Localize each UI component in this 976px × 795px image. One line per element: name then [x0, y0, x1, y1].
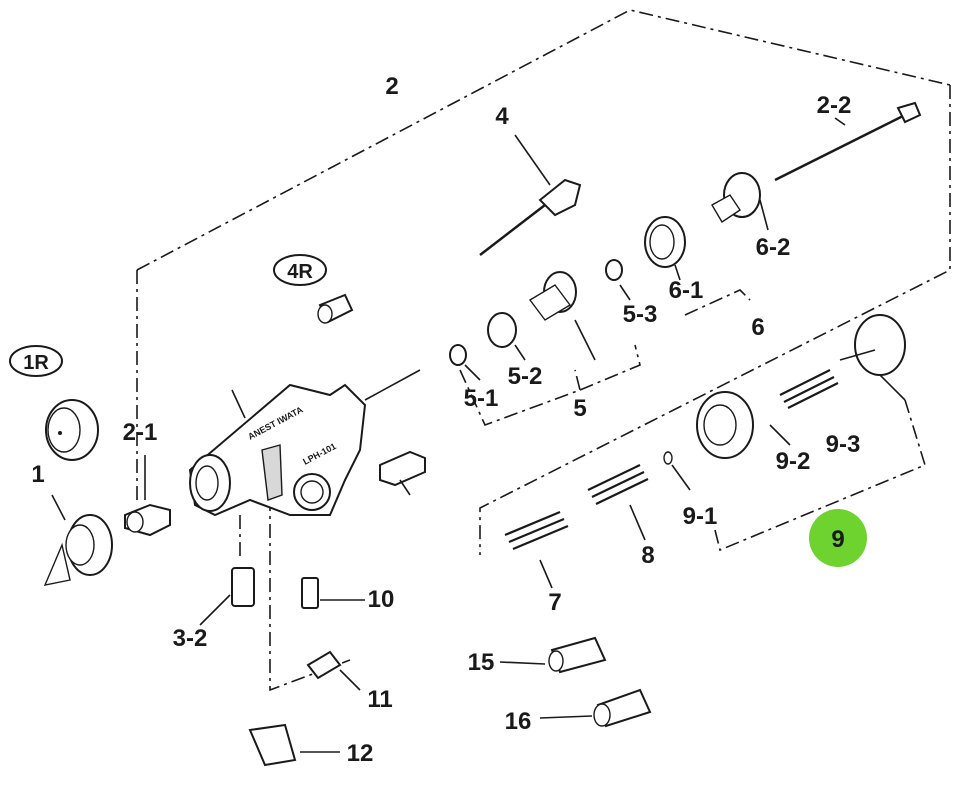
part-5-air-valve-body — [528, 271, 596, 361]
group-9-bracket — [714, 399, 926, 552]
label-11: 11 — [367, 686, 392, 713]
label-4: 4 — [495, 103, 509, 130]
part-12-clip — [248, 723, 340, 767]
label-12: 12 — [347, 740, 374, 767]
part-1-air-cap — [43, 494, 113, 586]
part-6-1-packing-seat — [644, 216, 686, 281]
group-6-bracket — [684, 289, 751, 316]
part-3-2-air-nipple — [199, 567, 255, 626]
air-fitting — [379, 450, 426, 496]
label-5-2: 5-2 — [508, 363, 543, 390]
label-6-1: 6-1 — [669, 277, 704, 304]
part-9-2-valve-housing — [696, 391, 791, 459]
part-10-fitting — [301, 577, 365, 609]
part-6-2-needle-packing-set — [711, 172, 769, 231]
label-1R: 1R — [23, 352, 49, 374]
label-7: 7 — [548, 589, 561, 616]
part-2-1-fluid-nozzle — [124, 455, 171, 537]
part-9-highlight-badge: 9 — [809, 509, 867, 567]
label-5-3: 5-3 — [623, 301, 658, 328]
part-2-gun-body — [188, 369, 421, 517]
label-9: 9 — [831, 526, 844, 553]
label-9-1: 9-1 — [683, 503, 718, 530]
part-9-1-clip — [663, 451, 691, 491]
label-2-1: 2-1 — [123, 419, 158, 446]
part-5-3-o-ring — [605, 259, 631, 301]
label-6-2: 6-2 — [756, 234, 791, 261]
part-4-air-valve-stem — [479, 134, 582, 256]
label-15: 15 — [468, 649, 495, 676]
part-15-adapter — [499, 636, 607, 674]
label-9-2: 9-2 — [776, 448, 811, 475]
part-9-3-knob — [839, 314, 906, 401]
label-2-2: 2-2 — [817, 92, 852, 119]
label-4R-oval: 4R — [273, 254, 327, 286]
label-5: 5 — [573, 395, 586, 422]
assembly-2-bracket — [136, 9, 951, 555]
label-3-2: 3-2 — [173, 625, 208, 652]
part-8-spring — [587, 464, 649, 541]
part-5-1-o-ring — [449, 344, 481, 381]
group-5-bracket — [459, 344, 641, 427]
part-9-3-spring — [779, 369, 839, 409]
label-2: 2 — [385, 73, 398, 100]
label-9-3: 9-3 — [826, 431, 861, 458]
part-5-2-o-ring — [487, 312, 526, 361]
part-1R-cup-lid — [45, 399, 99, 461]
part-2-2-fluid-needle — [774, 101, 922, 182]
label-8: 8 — [641, 542, 654, 569]
group-2-2-leader — [834, 117, 846, 126]
part-11-fitting — [306, 650, 361, 691]
label-6: 6 — [751, 314, 764, 341]
label-5-1: 5-1 — [464, 385, 499, 412]
label-16: 16 — [505, 708, 532, 735]
label-1R-oval: 1R — [9, 345, 63, 377]
part-7-spring — [504, 510, 569, 589]
label-4R: 4R — [287, 261, 313, 283]
part-4R-plug — [317, 293, 354, 324]
label-10: 10 — [368, 586, 395, 613]
label-1: 1 — [31, 461, 44, 488]
part-16-adapter — [539, 688, 652, 728]
